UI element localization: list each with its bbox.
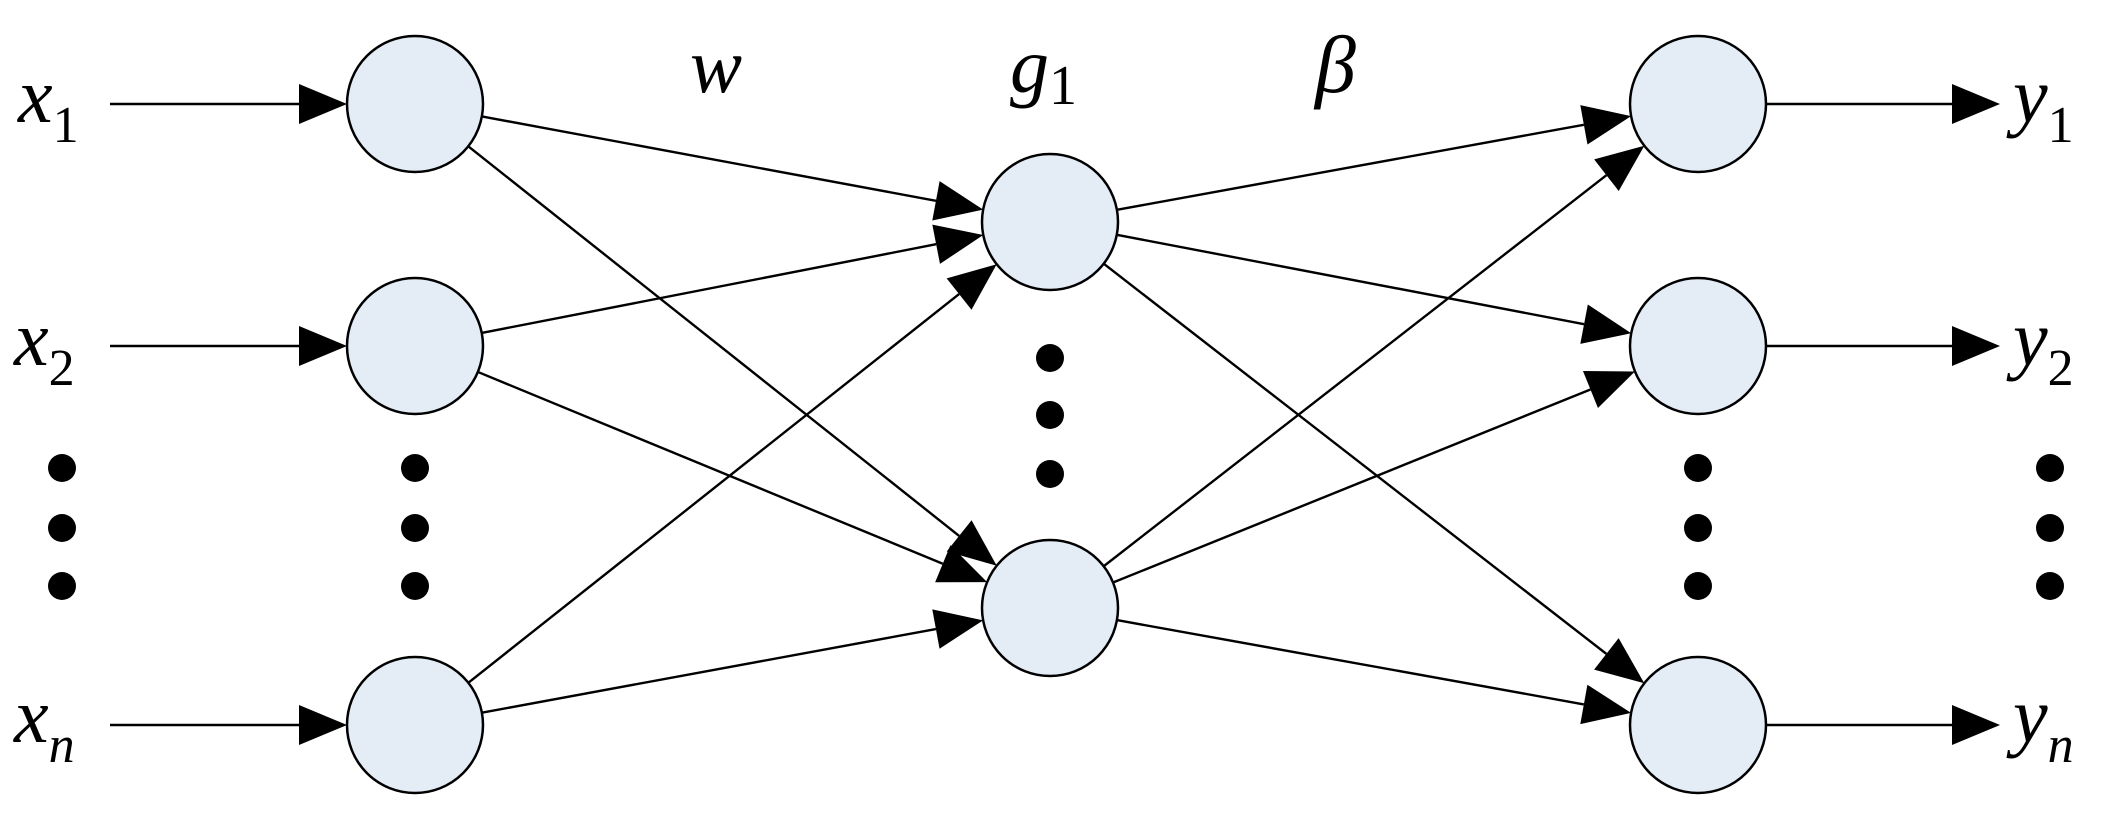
edge-input-3-to-hidden-2-arrowhead <box>932 609 984 649</box>
edge-input-2-to-hidden-2-line <box>477 370 944 565</box>
input-label-xn: xn <box>13 672 75 774</box>
layer-label-w: w <box>690 22 742 109</box>
edge-hidden-1-to-output-2-arrowhead <box>1580 304 1632 344</box>
ellipsis-dot-output-labels-2 <box>2036 514 2064 542</box>
edge-hidden-2-to-output-2-arrowhead <box>1582 370 1635 409</box>
ellipsis-dot-input-labels-1 <box>48 454 76 482</box>
edge-input-2-to-hidden-1-line <box>481 243 937 335</box>
edge-hidden-2-to-output-1-line <box>1102 174 1608 568</box>
ellipsis-dot-output-labels-1 <box>2036 454 2064 482</box>
layer-label-beta: β <box>1313 19 1356 110</box>
edge-hidden-2-to-output-1-arrowhead <box>1594 145 1645 192</box>
input-node-3 <box>345 655 485 795</box>
output-label-y2: y2 <box>2006 295 2074 397</box>
hidden-node-1 <box>980 152 1120 292</box>
edge-input-2-to-hidden-2-arrowhead <box>935 545 988 583</box>
ellipsis-dot-input-labels-2 <box>48 514 76 542</box>
network-nodes <box>345 34 1768 795</box>
edge-input-2-to-hidden-1-arrowhead <box>932 224 984 264</box>
edge-input-1-to-hidden-2-line <box>467 145 960 537</box>
edge-hidden-1-to-output-3-line <box>1102 262 1608 655</box>
edge-hidden-2-to-output-3-line <box>1116 618 1585 706</box>
ellipsis-dot-input-nodes-2 <box>401 514 429 542</box>
output-node-2 <box>1628 276 1768 416</box>
edge-hidden-2-to-output-3-arrowhead <box>1580 684 1632 725</box>
edge-input-3-to-hidden-2-line <box>481 627 937 714</box>
input-node-1 <box>345 34 485 174</box>
edge-hidden-1-to-output-3-arrowhead <box>1594 638 1645 684</box>
connection-edges <box>110 84 2000 745</box>
ellipsis-dot-hidden-nodes-1 <box>1036 344 1064 372</box>
ellipsis-dot-input-nodes-1 <box>401 454 429 482</box>
input-arrow-x2-arrowhead <box>299 326 347 366</box>
ellipsis-dots <box>48 344 2064 600</box>
edge-input-3-to-hidden-1-line <box>467 293 960 684</box>
edge-input-1-to-hidden-1-arrowhead <box>932 181 984 221</box>
ellipsis-dot-hidden-nodes-3 <box>1036 460 1064 488</box>
hidden-node-2 <box>980 538 1120 678</box>
input-label-x2: x2 <box>13 295 75 397</box>
ellipsis-dot-output-nodes-1 <box>1684 454 1712 482</box>
ellipsis-dot-output-nodes-3 <box>1684 572 1712 600</box>
edge-hidden-2-to-output-2-line <box>1112 388 1591 584</box>
ellipsis-dot-output-labels-3 <box>2036 572 2064 600</box>
edge-hidden-1-to-output-1-arrowhead <box>1580 105 1632 145</box>
edge-input-3-to-hidden-1-arrowhead <box>946 264 997 310</box>
ellipsis-dot-input-nodes-3 <box>401 572 429 600</box>
layer-label-g1: g1 <box>1010 22 1077 117</box>
output-node-3 <box>1628 655 1768 795</box>
input-arrow-x1-arrowhead <box>299 84 347 124</box>
ellipsis-dot-input-labels-3 <box>48 572 76 600</box>
output-label-y1: y1 <box>2006 52 2074 154</box>
output-label-yn: yn <box>2006 672 2074 774</box>
ellipsis-dot-output-nodes-2 <box>1684 514 1712 542</box>
output-arrow-y1-arrowhead <box>1952 84 2000 124</box>
input-node-2 <box>345 276 485 416</box>
ellipsis-dot-hidden-nodes-2 <box>1036 401 1064 429</box>
input-arrow-xn-arrowhead <box>299 705 347 745</box>
edge-input-1-to-hidden-1-line <box>481 115 937 202</box>
output-arrow-y2-arrowhead <box>1952 326 2000 366</box>
edge-hidden-1-to-output-1-line <box>1116 123 1585 211</box>
output-node-1 <box>1628 34 1768 174</box>
edge-hidden-1-to-output-2-line <box>1116 233 1585 326</box>
input-label-x1: x1 <box>17 52 79 154</box>
output-arrow-yn-arrowhead <box>1952 705 2000 745</box>
